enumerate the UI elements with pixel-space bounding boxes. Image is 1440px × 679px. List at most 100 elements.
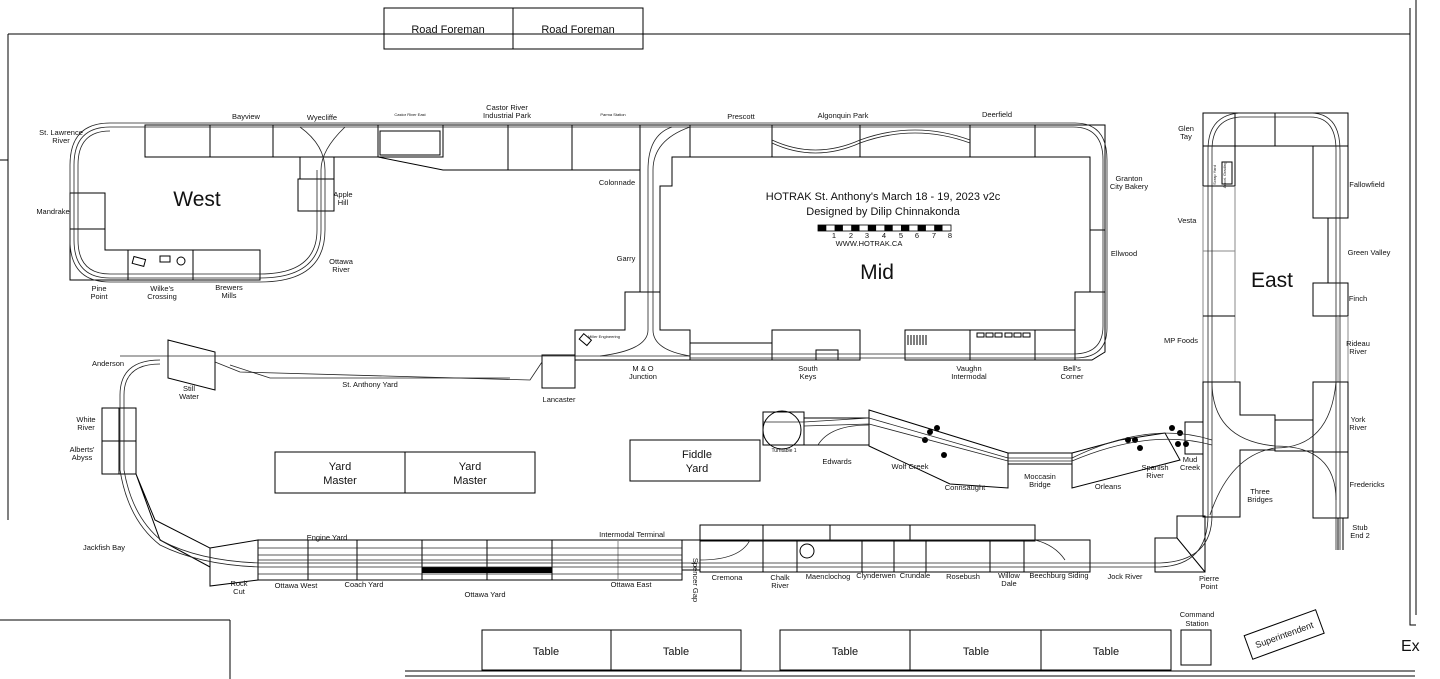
label-line: Willow [998, 571, 1020, 580]
module-label-crundale: Crundale [900, 571, 930, 580]
label-line: Moccasin [1024, 472, 1056, 481]
label-line: Pine [91, 284, 106, 293]
module-label-jock-river: Jock River [1107, 572, 1143, 581]
website: WWW.HOTRAK.CA [836, 239, 903, 248]
label-line: Point [1200, 582, 1218, 591]
module-label-spencer-gap: Spencer Gap [691, 558, 700, 602]
road-foreman-desks: Road Foreman Road Foreman [383, 7, 644, 50]
module-label-bayview: Bayview [232, 112, 261, 121]
vaughn-intermodal-containers [907, 332, 1031, 345]
module-label-mp-foods: MP Foods [1164, 336, 1198, 345]
label-line: Castor River [486, 103, 528, 112]
road-foreman-label: Road Foreman [411, 24, 484, 36]
label-line: City Bakery [1110, 182, 1149, 191]
label-line: Industrial Park [483, 111, 531, 120]
label-line: River [52, 136, 70, 145]
label-line: River [771, 581, 789, 590]
module-label-maenclochog: Maenclochog [806, 572, 851, 581]
label-line: York [1351, 415, 1366, 424]
turntable-1-icon [762, 410, 802, 450]
fiddle-yard-label: Fiddle [682, 449, 712, 461]
table-label: Table [1093, 646, 1119, 658]
label-line: Tay [1180, 132, 1192, 141]
fiddle-yard-label: Yard [686, 463, 708, 475]
label-line: River [1146, 471, 1164, 480]
label-line: River [77, 423, 95, 432]
label-line: Spanish [1141, 463, 1168, 472]
label-line: Rock [230, 579, 247, 588]
module-label-mandrake: Mandrake [36, 207, 69, 216]
module-label-wyecliffe: Wyecliffe [307, 113, 337, 122]
module-label-colonnade: Colonnade [599, 178, 635, 187]
label-line: St. Lawrence [39, 128, 83, 137]
turntable-icon [799, 543, 815, 559]
scale-tick: 3 [865, 231, 869, 240]
label-line: Pierre [1199, 574, 1219, 583]
plan-title: HOTRAK St. Anthony's March 18 - 19, 2023… [766, 191, 1001, 203]
module-label-accot-grading: Accot. Grading [1222, 162, 1227, 188]
label-line: Three [1250, 487, 1270, 496]
region-mid: Mid [860, 261, 894, 284]
label-line: Dale [1001, 579, 1016, 588]
module-label-jackfish-bay: Jackfish Bay [83, 543, 125, 552]
region-east: East [1251, 269, 1293, 292]
module-label-turntable-1: Turntable 1 [771, 448, 796, 454]
label-line: Crossing [147, 292, 177, 301]
module-label-vesta: Vesta [1178, 216, 1198, 225]
label-line: Hill [338, 198, 349, 207]
module-label-garry: Garry [617, 254, 636, 263]
module-label-fredericks: Fredericks [1349, 480, 1384, 489]
label-line: Mills [222, 291, 237, 300]
scale-tick: 2 [849, 231, 853, 240]
label-line: Still [183, 384, 195, 393]
module-label-st-anthony-yard: St. Anthony Yard [342, 380, 398, 389]
label-line: Bridges [1247, 495, 1273, 504]
module-label-coach-yard: Coach Yard [345, 580, 384, 589]
label-line: Junction [629, 372, 657, 381]
module-label-clynderwen: Clynderwen [856, 571, 896, 580]
scale-tick: 4 [882, 231, 886, 240]
module-label-rosebush: Rosebush [946, 572, 980, 581]
plan-designer: Designed by Dilip Chinnakonda [806, 206, 960, 218]
label-line: End 2 [1350, 531, 1370, 540]
label-line: Wilke's [150, 284, 174, 293]
module-label-green-valley: Green Valley [1348, 248, 1391, 257]
module-label-connsaught: Connsaught [945, 483, 986, 492]
module-label-intermodal-terminal: Intermodal Terminal [599, 530, 665, 539]
exit-label: Ex [1401, 638, 1420, 655]
label-line: River [1349, 347, 1367, 356]
label-line: Mud [1183, 455, 1198, 464]
label-line: Bridge [1029, 480, 1051, 489]
module-label-ottawa-west: Ottawa West [275, 581, 319, 590]
label-line: Glen [1178, 124, 1194, 133]
label-line: River [332, 265, 350, 274]
label-line: Bell's [1063, 364, 1081, 373]
module-label-miller-engineering: Miller Engineering [588, 334, 620, 339]
module-label-ottawa-east: Ottawa East [611, 580, 653, 589]
label-line: Creek [1180, 463, 1200, 472]
track-mainline [69, 112, 1341, 575]
yard-master-label: Yard [329, 461, 351, 473]
table-label: Table [533, 646, 559, 658]
label-line: Apple [333, 190, 352, 199]
module-label-engine-yard: Engine Yard [307, 533, 348, 542]
label-line: Water [179, 392, 199, 401]
module-label-anderson: Anderson [92, 359, 124, 368]
table-label: Table [663, 646, 689, 658]
